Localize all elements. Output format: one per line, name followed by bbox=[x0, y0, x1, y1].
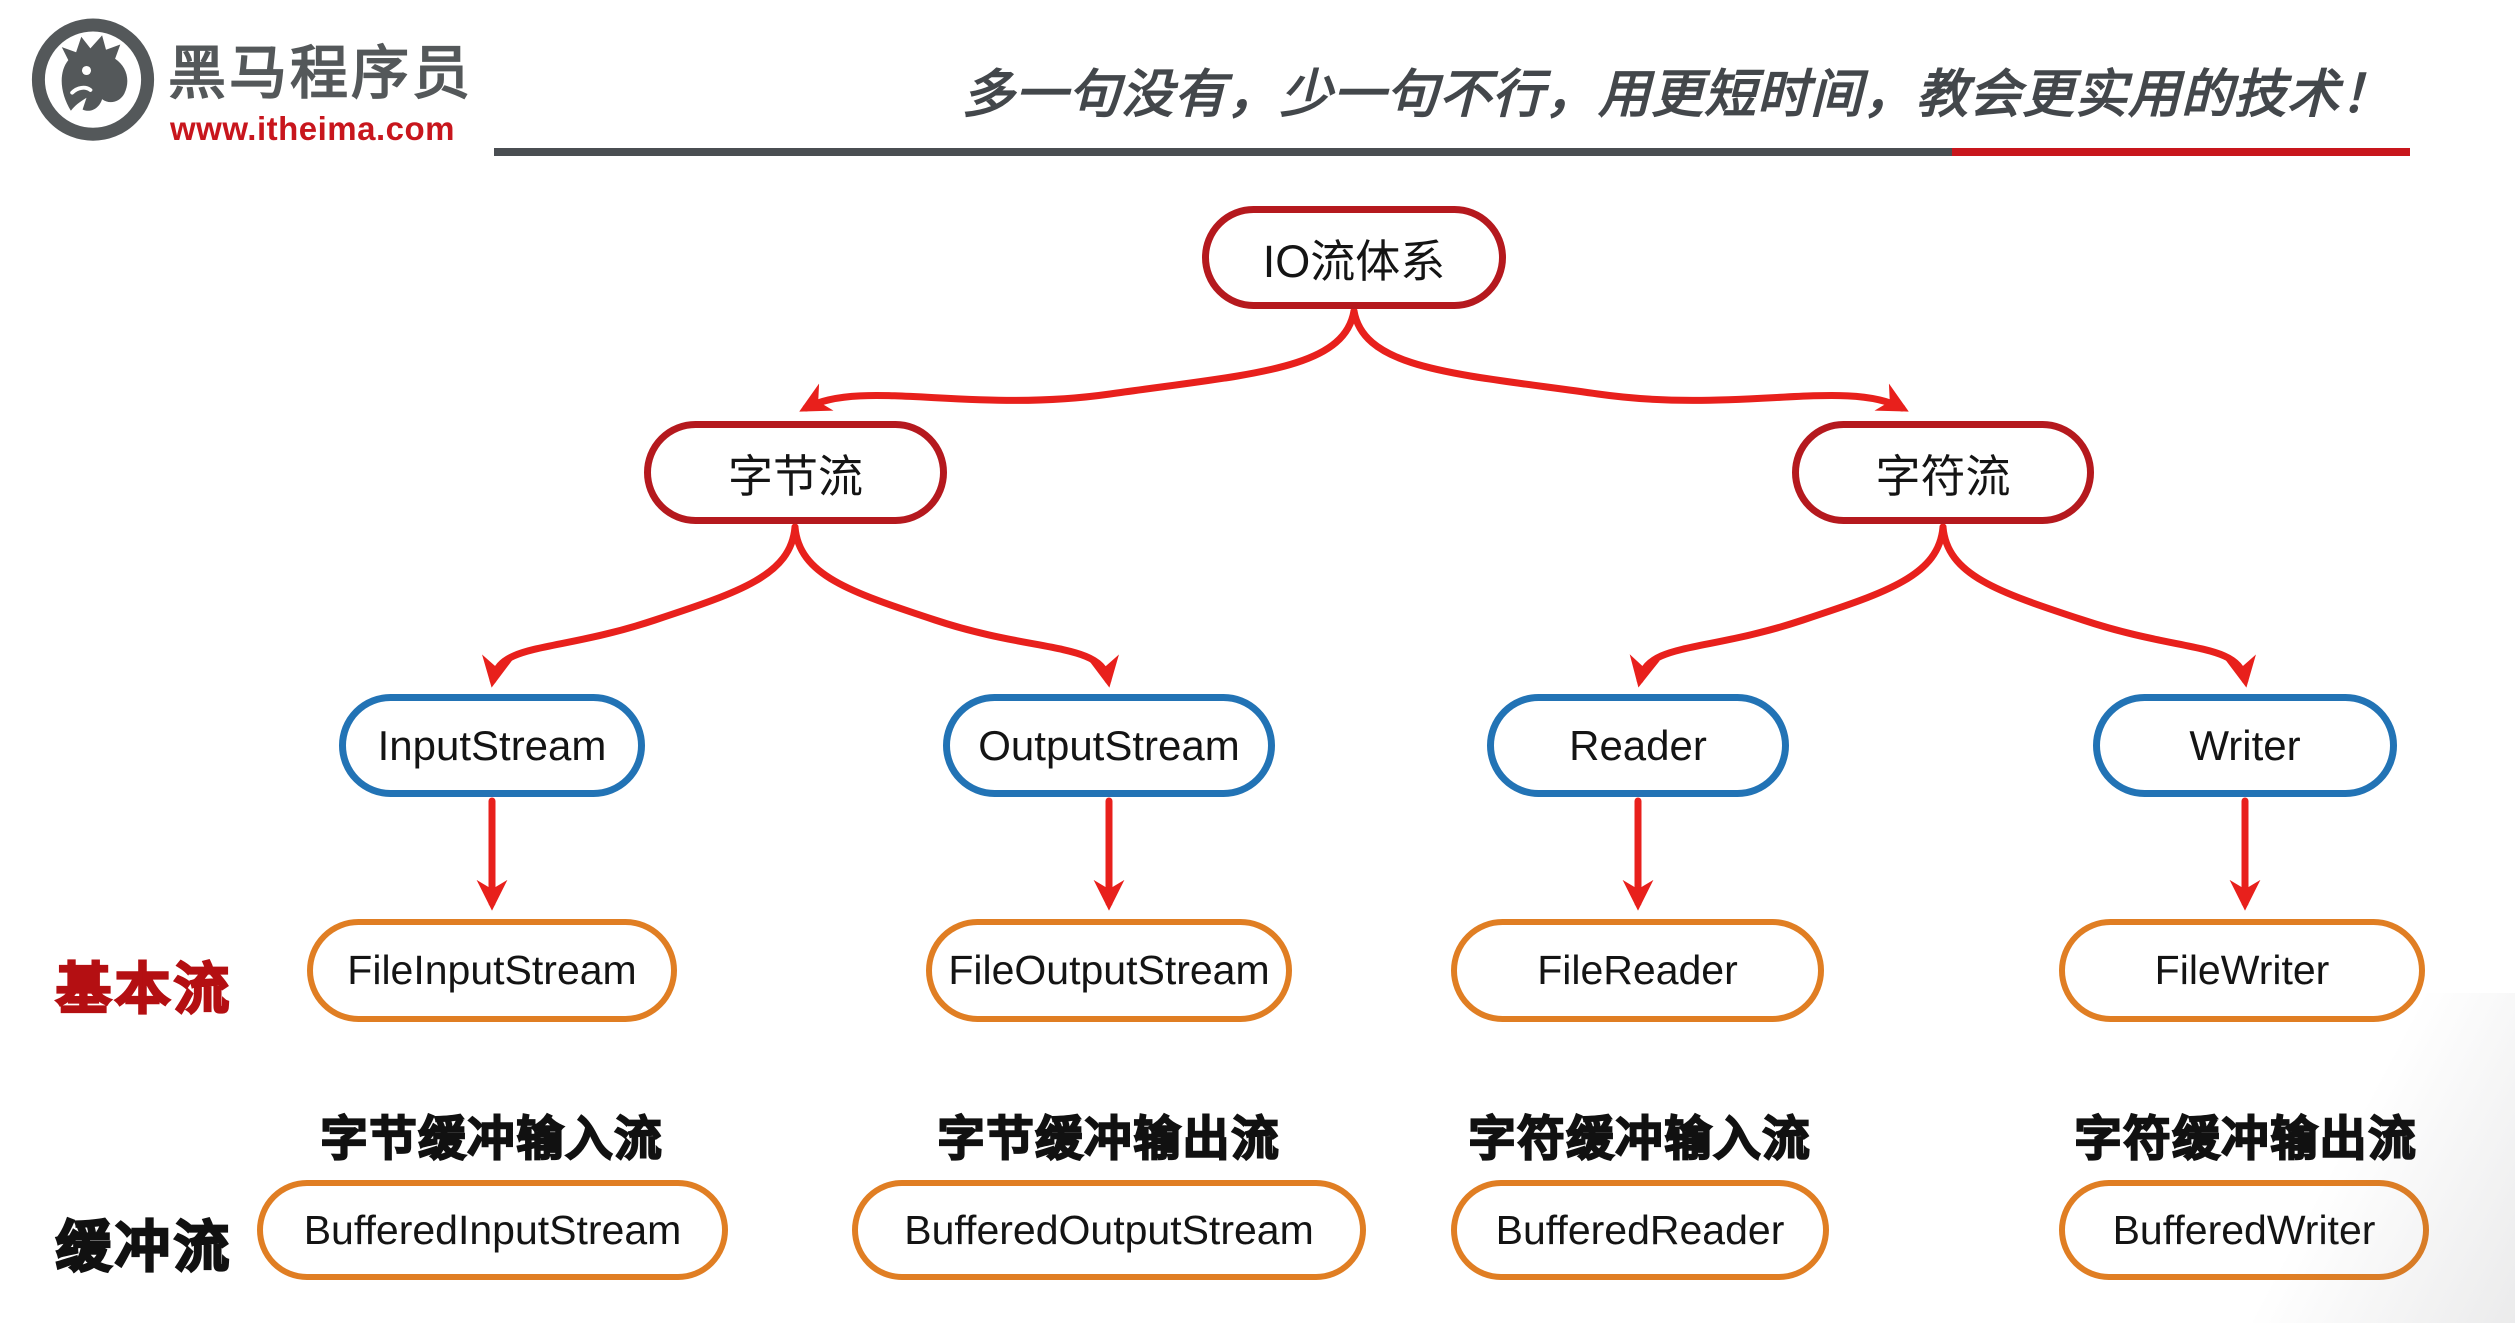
node-char-stream: 字符流 bbox=[1792, 421, 2094, 524]
row-label-buffered-streams: 缓冲流 bbox=[55, 1215, 234, 1280]
node-outputstream-label: OutputStream bbox=[978, 721, 1240, 769]
node-fileinputstream-label: FileInputStream bbox=[347, 947, 637, 993]
node-bufferedwriter: BufferedWriter bbox=[2059, 1180, 2429, 1280]
node-bufferedinputstream-label: BufferedInputStream bbox=[303, 1206, 682, 1253]
node-fileoutputstream-label: FileOutputStream bbox=[948, 947, 1270, 993]
node-char-stream-label: 字符流 bbox=[1875, 451, 2011, 502]
node-io-stream-system-label: IO流体系 bbox=[1262, 236, 1446, 287]
node-filewriter-label: FileWriter bbox=[2154, 947, 2330, 993]
node-filewriter: FileWriter bbox=[2059, 919, 2425, 1022]
slogan-text: 多一句没有，少一句不行，用更短时间，教会更实用的技术！ bbox=[961, 64, 2393, 125]
node-bufferedinputstream: BufferedInputStream bbox=[257, 1180, 728, 1280]
brand-url: www.itheima.com bbox=[170, 110, 456, 147]
itheima-horse-logo-icon bbox=[31, 18, 155, 141]
node-bufferedoutputstream-label: BufferedOutputStream bbox=[904, 1206, 1314, 1253]
node-writer: Writer bbox=[2093, 694, 2397, 797]
node-inputstream-label: InputStream bbox=[377, 721, 607, 769]
node-filereader: FileReader bbox=[1451, 919, 1824, 1022]
node-io-stream-system: IO流体系 bbox=[1202, 206, 1506, 309]
node-reader: Reader bbox=[1487, 694, 1789, 797]
node-filereader-label: FileReader bbox=[1537, 947, 1738, 993]
node-inputstream: InputStream bbox=[339, 694, 645, 797]
corner-shading bbox=[2095, 993, 2515, 1323]
node-bufferedreader-label: BufferedReader bbox=[1495, 1206, 1785, 1253]
header-rule-red bbox=[1952, 148, 2410, 156]
header-rule-gray bbox=[494, 148, 1952, 156]
header-byte-buffered-input: 字节缓冲输入流 bbox=[320, 1111, 664, 1166]
header-char-buffered-output: 字符缓冲输出流 bbox=[2074, 1100, 2418, 1169]
node-bufferedreader: BufferedReader bbox=[1451, 1180, 1829, 1280]
header-byte-buffered-output: 字节缓冲输出流 bbox=[937, 1111, 1281, 1166]
node-byte-stream-label: 字节流 bbox=[727, 451, 863, 502]
brand-name: 黑马程序员 bbox=[168, 41, 474, 106]
node-writer-label: Writer bbox=[2189, 721, 2301, 769]
node-bufferedwriter-label: BufferedWriter bbox=[2113, 1207, 2376, 1254]
node-byte-stream: 字节流 bbox=[644, 421, 947, 524]
node-fileoutputstream: FileOutputStream bbox=[926, 919, 1292, 1022]
node-reader-label: Reader bbox=[1569, 721, 1707, 769]
header-char-buffered-input: 字符缓冲输入流 bbox=[1468, 1111, 1812, 1166]
row-label-basic-streams: 基本流 bbox=[55, 957, 234, 1022]
node-bufferedoutputstream: BufferedOutputStream bbox=[852, 1180, 1366, 1280]
node-fileinputstream: FileInputStream bbox=[307, 919, 677, 1022]
node-outputstream: OutputStream bbox=[943, 694, 1275, 797]
